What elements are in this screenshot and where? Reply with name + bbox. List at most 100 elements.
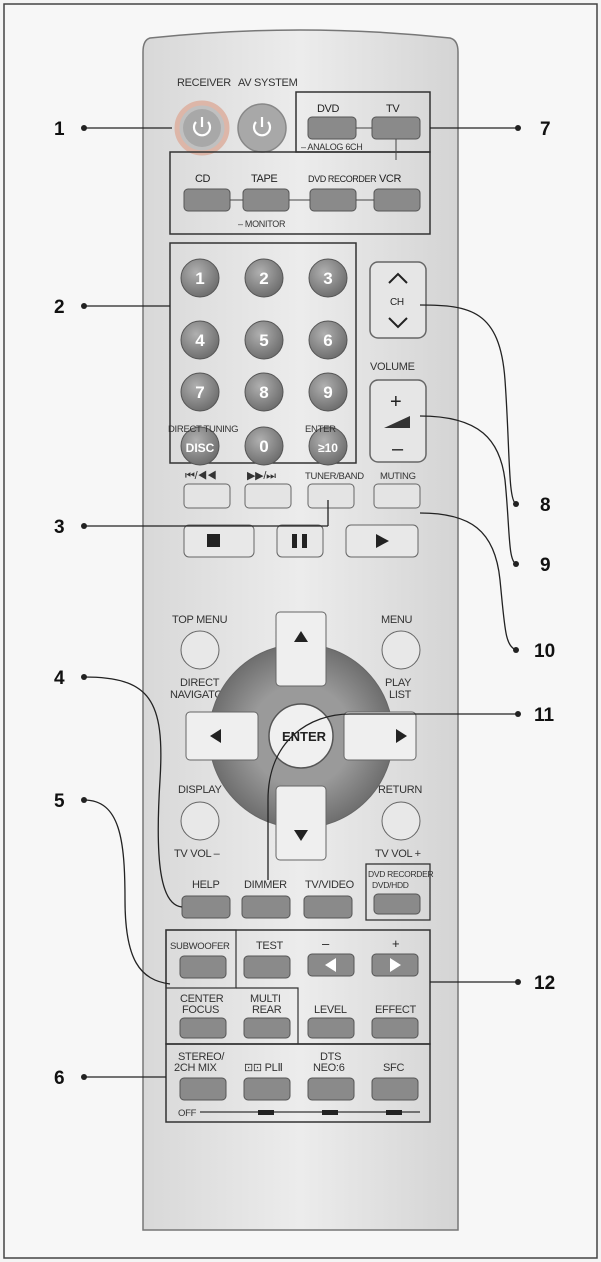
menu-label: MENU xyxy=(381,614,413,626)
test-label: TEST xyxy=(256,940,283,952)
cd-button[interactable] xyxy=(183,188,231,212)
numpad-key-1[interactable]: 1 xyxy=(180,258,220,298)
numpad-key-4[interactable]: 4 xyxy=(180,320,220,360)
sound-minus-label: – xyxy=(322,936,330,951)
direct-label: DIRECT xyxy=(180,677,220,689)
numpad-key-2[interactable]: 2 xyxy=(244,258,284,298)
numpad-key-10-plus[interactable]: ≥10 xyxy=(308,426,348,466)
skip-back-button[interactable] xyxy=(183,483,231,509)
callout-8: 8 xyxy=(540,495,551,516)
dvd-recorder-dvd-hdd-button[interactable] xyxy=(373,893,421,915)
callout-1: 1 xyxy=(54,119,65,140)
test-button[interactable] xyxy=(243,955,291,979)
multi-rear-box xyxy=(236,987,299,1044)
power-icon xyxy=(252,117,272,137)
av-system-label: AV SYSTEM xyxy=(238,77,298,89)
analog-6ch-label: – ANALOG 6CH xyxy=(301,142,362,152)
numpad-key-6[interactable]: 6 xyxy=(308,320,348,360)
dvd-recorder-button[interactable] xyxy=(309,188,357,212)
multi-label: MULTI xyxy=(250,993,281,1005)
tape-button[interactable] xyxy=(242,188,290,212)
numpad-key-label: 6 xyxy=(323,331,332,350)
skip-forward-button[interactable] xyxy=(244,483,292,509)
numpad-key-label: 0 xyxy=(259,437,268,456)
numpad-key-label: DISC xyxy=(186,441,215,455)
numpad-key-disc[interactable]: DISC xyxy=(180,426,220,466)
tv-video-button[interactable] xyxy=(303,895,353,919)
callout-4: 4 xyxy=(54,668,65,689)
tuner-band-label: TUNER/BAND xyxy=(305,471,364,482)
pl2-button[interactable] xyxy=(243,1077,291,1101)
vcr-button[interactable] xyxy=(373,188,421,212)
tv-video-label: TV/VIDEO xyxy=(305,879,355,891)
numpad-key-5[interactable]: 5 xyxy=(244,320,284,360)
av-system-power-button[interactable] xyxy=(237,103,287,153)
subwoofer-label: SUBWOOFER xyxy=(170,941,230,952)
focus-label: FOCUS xyxy=(182,1004,219,1016)
volume-ramp-icon xyxy=(384,416,410,428)
muting-label: MUTING xyxy=(380,471,416,482)
dts-neo6-button[interactable] xyxy=(307,1077,355,1101)
numpad-key-face xyxy=(308,258,348,298)
stereo-2ch-mix-button[interactable] xyxy=(179,1077,227,1101)
callout-3: 3 xyxy=(54,517,65,538)
numpad-key-0[interactable]: 0 xyxy=(244,426,284,466)
numpad-key-3[interactable]: 3 xyxy=(308,258,348,298)
display-button[interactable] xyxy=(180,801,220,841)
pl2-label: ⊡⊡ PLⅡ xyxy=(244,1062,283,1074)
callout-leaders xyxy=(83,127,518,1078)
receiver-power-button[interactable] xyxy=(174,100,230,156)
nav-enter-label: ENTER xyxy=(282,729,327,744)
nav-up-button[interactable] xyxy=(275,611,327,687)
skip-back-label: ⏮/◀◀ xyxy=(185,470,216,482)
multi-rear-button[interactable] xyxy=(243,1017,291,1039)
effect-label: EFFECT xyxy=(375,1004,417,1016)
menu-button[interactable] xyxy=(381,630,421,670)
volume-minus: – xyxy=(392,438,404,460)
channel-rocker[interactable]: CH xyxy=(369,261,427,339)
callout-9: 9 xyxy=(540,555,551,576)
nav-down-button[interactable] xyxy=(275,785,327,861)
numpad-key-label: 7 xyxy=(195,383,204,402)
rear-label: REAR xyxy=(252,1004,282,1016)
muting-button[interactable] xyxy=(373,483,421,509)
numpad-key-9[interactable]: 9 xyxy=(308,372,348,412)
level-button[interactable] xyxy=(307,1017,355,1039)
center-focus-button[interactable] xyxy=(179,1017,227,1039)
dvd-recorder-group xyxy=(365,863,431,921)
cd-label: CD xyxy=(195,173,211,185)
return-button[interactable] xyxy=(381,801,421,841)
nav-left-button[interactable] xyxy=(185,711,259,761)
help-button[interactable] xyxy=(181,895,231,919)
numpad-key-face xyxy=(180,372,220,412)
numpad-enter-label: ENTER xyxy=(305,424,336,435)
tape-label: TAPE xyxy=(251,173,277,185)
callout-12: 12 xyxy=(534,973,555,994)
subwoofer-button[interactable] xyxy=(179,955,227,979)
subwoofer-box xyxy=(165,929,237,989)
volume-rocker[interactable]: + – xyxy=(369,379,427,463)
numpad-key-8[interactable]: 8 xyxy=(244,372,284,412)
top-menu-button[interactable] xyxy=(180,630,220,670)
stop-icon xyxy=(207,534,220,547)
numpad-key-label: 8 xyxy=(259,383,268,402)
numpad-key-label: 5 xyxy=(259,331,268,350)
sfc-button[interactable] xyxy=(371,1077,419,1101)
pause-icon xyxy=(292,534,307,548)
callout-dots xyxy=(81,125,521,1080)
dvd-recorder-line1: DVD RECORDER xyxy=(368,869,434,879)
numpad-key-label: 4 xyxy=(195,331,205,350)
numpad-key-label: 3 xyxy=(323,269,332,288)
nav-right-button[interactable] xyxy=(343,711,417,761)
pause-button[interactable] xyxy=(276,524,324,558)
numpad-key-7[interactable]: 7 xyxy=(180,372,220,412)
dimmer-button[interactable] xyxy=(241,895,291,919)
tuner-band-button[interactable] xyxy=(307,483,355,509)
dvd-label: DVD xyxy=(317,103,339,115)
callout-6: 6 xyxy=(54,1068,65,1089)
dvd-button[interactable] xyxy=(307,116,357,140)
effect-button[interactable] xyxy=(371,1017,419,1039)
tv-button[interactable] xyxy=(371,116,421,140)
